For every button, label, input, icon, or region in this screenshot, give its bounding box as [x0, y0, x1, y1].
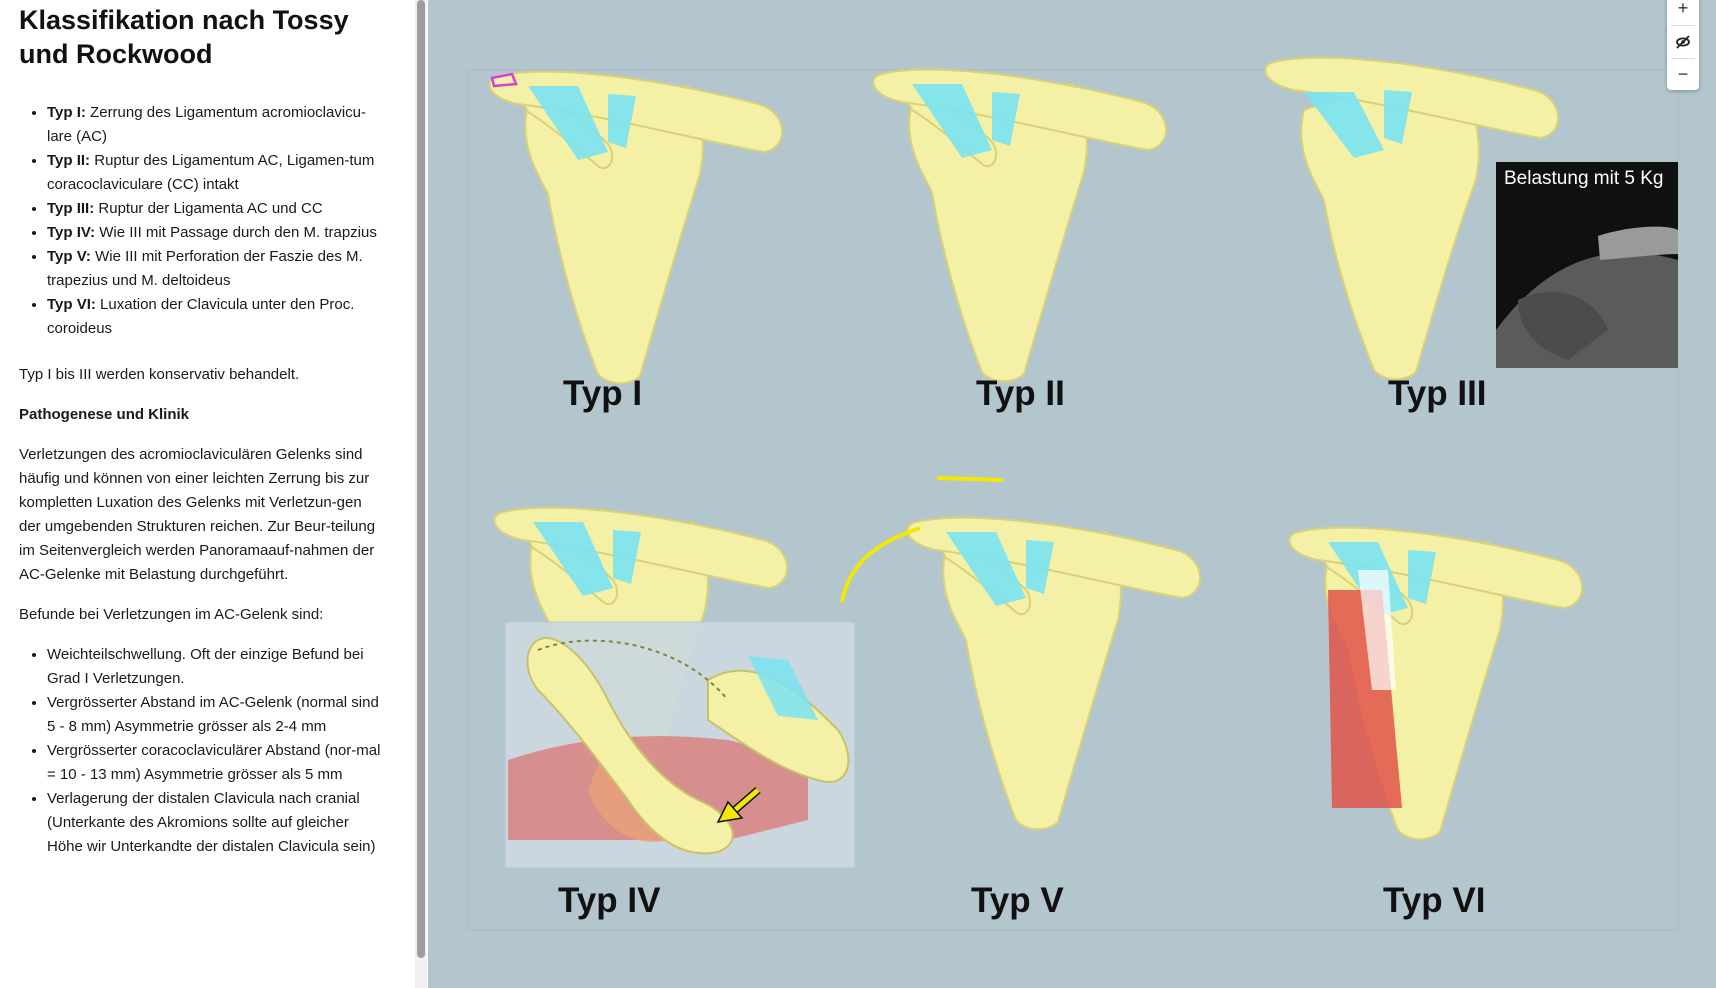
displacement-arrow — [716, 800, 744, 823]
divider — [1671, 58, 1695, 59]
image-viewer[interactable]: Belastung mit 5 Kg Typ I Typ II Typ III — [428, 0, 1716, 988]
type-item: Typ V: Wie III mit Perforation der Faszi… — [47, 245, 387, 293]
type-text: Ruptur des Ligamentum AC, Ligamen-tum co… — [47, 152, 375, 193]
panel-typ-1 — [488, 70, 784, 385]
shoulder-classification-figure: Belastung mit 5 Kg Typ I Typ II Typ III — [467, 56, 1679, 931]
panel-typ-4 — [493, 506, 856, 869]
zoom-controls: + − — [1667, 0, 1699, 90]
sidebar-scrollbar-thumb[interactable] — [417, 0, 425, 958]
finding-item: Vergrösserter coracoclaviculärer Abstand… — [47, 739, 387, 787]
xray-caption: Belastung mit 5 Kg — [1504, 168, 1663, 189]
divider — [1671, 25, 1695, 26]
xray-inset — [1496, 162, 1678, 368]
label-typ-2: Typ II — [976, 374, 1065, 413]
zoom-in-button[interactable]: + — [1667, 0, 1699, 24]
label-typ-6: Typ VI — [1383, 881, 1485, 920]
type-label: Typ VI: — [47, 296, 96, 313]
type-label: Typ V: — [47, 248, 91, 265]
type-text: Ruptur der Ligamenta AC und CC — [94, 200, 323, 217]
conservative-note: Typ I bis III werden konservativ behande… — [19, 366, 300, 383]
label-typ-1: Typ I — [563, 374, 642, 413]
yellow-marker — [936, 476, 1004, 482]
type-item: Typ III: Ruptur der Ligamenta AC und CC — [47, 197, 387, 221]
zoom-out-button[interactable]: − — [1667, 58, 1699, 90]
type-text: Luxation der Clavicula unter den Proc. c… — [47, 296, 355, 337]
sidebar: Klassifikation nach Tossy und Rockwood T… — [0, 0, 415, 988]
sidebar-content: Klassifikation nach Tossy und Rockwood T… — [0, 3, 415, 859]
zoom-out-icon: − — [1677, 63, 1689, 84]
type-label: Typ I: — [47, 104, 86, 121]
type-item: Typ I: Zerrung des Ligamentum acromiocla… — [47, 101, 387, 149]
panel-typ-3 — [1264, 56, 1559, 381]
findings-list: Weichteilschwellung. Oft der einzige Bef… — [19, 643, 387, 859]
type-item: Typ IV: Wie III mit Passage durch den M.… — [47, 221, 387, 245]
zoom-in-icon: + — [1677, 0, 1689, 18]
toggle-visibility-button[interactable] — [1667, 26, 1699, 58]
finding-item: Vergrösserter Abstand im AC-Gelenk (norm… — [47, 691, 387, 739]
type-text: Wie III mit Perforation der Faszie des M… — [47, 248, 363, 289]
panel-typ-5 — [840, 476, 1202, 831]
findings-intro: Befunde bei Verletzungen im AC-Gelenk si… — [19, 606, 324, 623]
panel-typ-2 — [872, 68, 1168, 383]
type-label: Typ III: — [47, 200, 95, 217]
ac-strain-marker — [490, 72, 518, 88]
type-label: Typ II: — [47, 152, 91, 169]
label-typ-3: Typ III — [1388, 374, 1487, 413]
type-item: Typ II: Ruptur des Ligamentum AC, Ligame… — [47, 149, 387, 197]
type-item: Typ VI: Luxation der Clavicula unter den… — [47, 293, 387, 341]
type-list: Typ I: Zerrung des Ligamentum acromiocla… — [19, 101, 387, 341]
type-text: Wie III mit Passage durch den M. trapziu… — [95, 224, 377, 241]
pathogenesis-paragraph: Verletzungen des acromioclaviculären Gel… — [19, 446, 376, 583]
panel-typ-6 — [1288, 526, 1584, 841]
page-title: Klassifikation nach Tossy und Rockwood — [19, 5, 349, 69]
finding-item: Weichteilschwellung. Oft der einzige Bef… — [47, 643, 387, 691]
type-label: Typ IV: — [47, 224, 96, 241]
label-typ-4: Typ IV — [558, 881, 661, 920]
type-text: Zerrung des Ligamentum acromioclavicu-la… — [47, 104, 367, 145]
eye-off-icon — [1676, 35, 1690, 49]
label-typ-5: Typ V — [971, 881, 1064, 920]
finding-item: Verlagerung der distalen Clavicula nach … — [47, 787, 387, 859]
section-heading: Pathogenese und Klinik — [19, 406, 190, 423]
